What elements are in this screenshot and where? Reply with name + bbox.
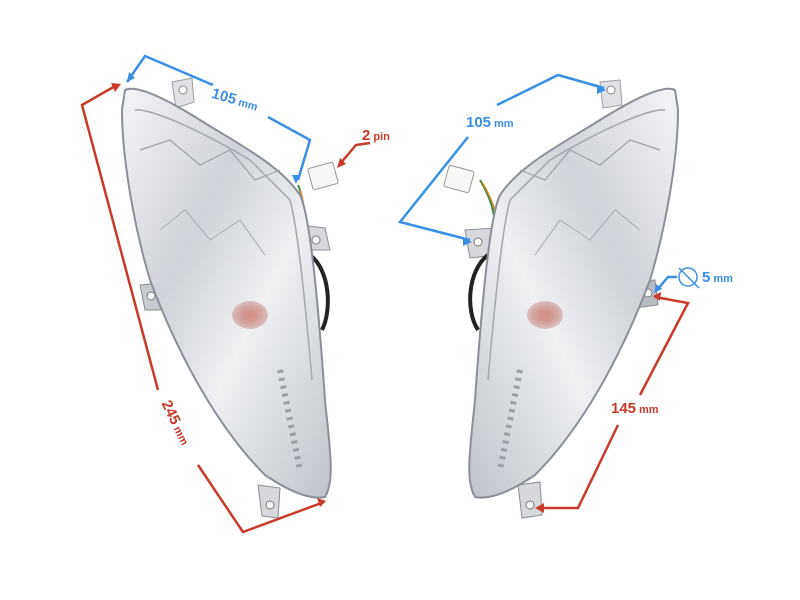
left-width-dimension: [125, 54, 312, 184]
right-mount-spacing-unit: mm: [639, 404, 659, 416]
right-width-dimension: [397, 73, 606, 246]
right-lamp: [443, 79, 680, 519]
connector-pointer: [337, 141, 371, 168]
hole-diameter-pointer: [654, 267, 700, 293]
connector-value: 2: [362, 127, 371, 144]
right-width-unit: mm: [494, 118, 514, 130]
left-length-dimension: [80, 83, 326, 534]
right-width-value: 105: [466, 114, 492, 131]
right-mount-spacing-dimension: [535, 292, 690, 513]
hole-diameter-value: 5: [702, 269, 711, 286]
right-mount-spacing-value: 145: [611, 400, 637, 417]
hole-diameter-unit: mm: [713, 273, 733, 285]
left-lamp: [120, 77, 339, 519]
connector-unit: pin: [373, 131, 390, 143]
